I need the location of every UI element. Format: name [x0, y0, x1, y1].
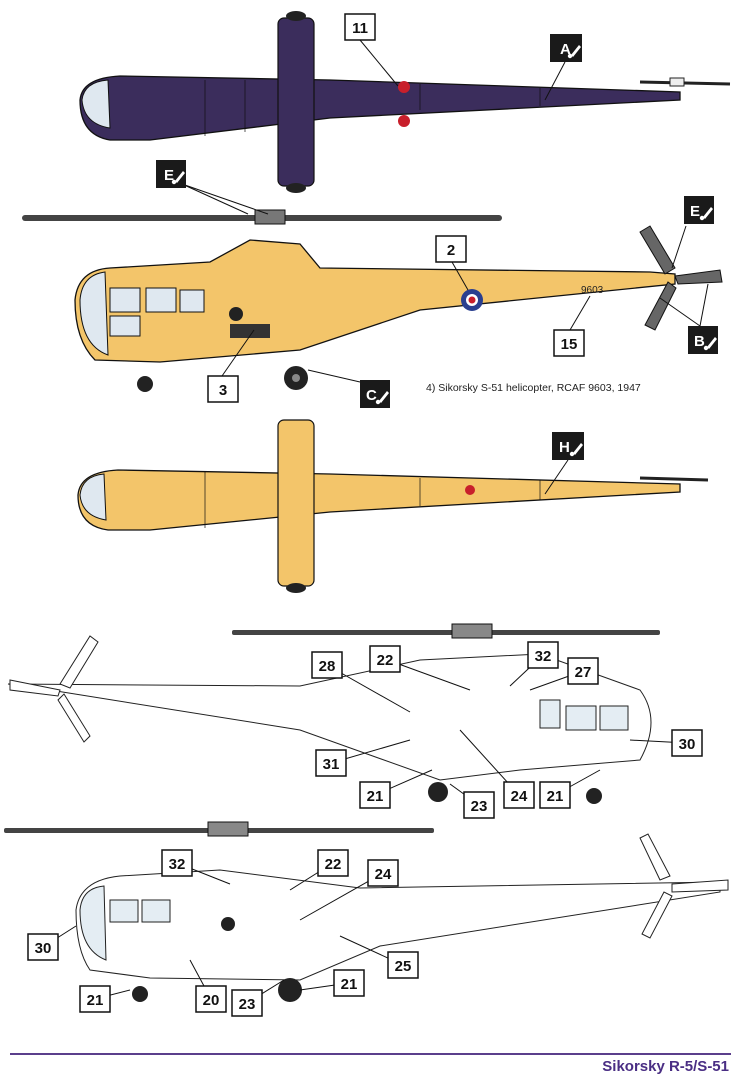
callout-number: 24	[511, 788, 528, 805]
marker-B: B	[659, 283, 718, 354]
callout-21: 21	[299, 969, 365, 997]
callout-32: 32	[161, 849, 231, 885]
callout-3: 3	[207, 329, 255, 403]
marker-E-rotor: E	[156, 160, 269, 215]
callout-number: 21	[367, 788, 384, 805]
callout-23: 23	[231, 979, 285, 1017]
marker-letter: B	[694, 333, 705, 350]
marker-E-tail: E	[671, 196, 714, 269]
callout-15: 15	[553, 295, 591, 357]
callout-30: 30	[27, 925, 77, 961]
callout-number: 30	[35, 940, 52, 957]
stencil-view-left	[4, 821, 729, 1002]
callout-number: 27	[575, 664, 592, 681]
callout-number: 24	[375, 866, 392, 883]
callout-number: 21	[87, 992, 104, 1009]
marker-letter: A	[560, 41, 571, 58]
serial-number: 9603	[581, 285, 604, 296]
callout-21: 21	[79, 985, 131, 1013]
callout-number: 25	[395, 958, 412, 975]
top-view-yellow	[77, 419, 709, 593]
callout-24: 24	[459, 729, 535, 809]
callout-number: 3	[219, 382, 227, 399]
callout-number: 21	[547, 788, 564, 805]
callout-number: 22	[377, 652, 394, 669]
stencil-right-callouts: 28 22 32 27 31 30 21 23 24 21	[311, 641, 703, 819]
marker-letter: E	[164, 167, 174, 184]
callout-22: 22	[369, 645, 471, 691]
stencil-left-callouts: 32 22 24 30 20 23 21 25 21	[27, 849, 419, 1017]
callout-21: 21	[359, 769, 433, 809]
callout-24: 24	[299, 859, 399, 921]
callout-number: 15	[561, 336, 578, 353]
callout-31: 31	[315, 739, 411, 777]
callout-32: 32	[509, 641, 559, 687]
marker-C: C	[307, 369, 390, 408]
footer-title: Sikorsky R-5/S-51	[602, 1058, 729, 1075]
side-view-yellow: 9603	[22, 209, 723, 392]
stencil-view-right	[7, 623, 660, 804]
callout-number: 11	[352, 20, 368, 37]
callout-number: 22	[325, 856, 342, 873]
marker-A: A	[544, 34, 582, 101]
callout-20: 20	[189, 959, 227, 1013]
marker-letter: C	[366, 387, 377, 404]
caption: 4) Sikorsky S-51 helicopter, RCAF 9603, …	[426, 382, 641, 394]
callout-number: 28	[319, 658, 336, 675]
top-view-dark	[79, 11, 731, 193]
marker-letter: E	[690, 203, 700, 220]
marker-H: H	[544, 432, 584, 495]
callout-11: 11	[344, 13, 399, 87]
callout-number: 21	[341, 976, 358, 993]
callout-number: 20	[203, 992, 220, 1009]
callout-number: 32	[535, 648, 552, 665]
callout-30: 30	[629, 729, 703, 757]
callout-23: 23	[449, 783, 495, 819]
callout-25: 25	[339, 935, 419, 979]
callout-number: 23	[471, 798, 488, 815]
callout-28: 28	[311, 651, 411, 713]
callout-number: 30	[679, 736, 696, 753]
callout-27: 27	[529, 657, 599, 691]
callout-number: 32	[169, 856, 186, 873]
callout-number: 2	[447, 242, 455, 259]
callout-2: 2	[435, 235, 469, 291]
callout-number: 23	[239, 996, 256, 1013]
callout-22: 22	[289, 849, 349, 891]
callout-number: 31	[323, 756, 340, 773]
callout-21: 21	[539, 769, 601, 809]
marker-letter: H	[559, 439, 570, 456]
footer-rule	[10, 1053, 731, 1055]
